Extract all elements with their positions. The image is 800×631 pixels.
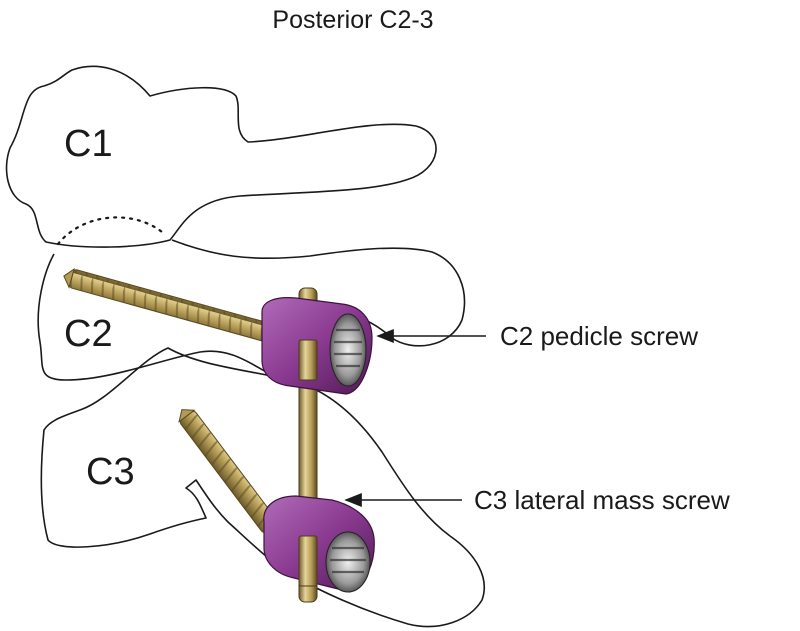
c3-tulip-head: [263, 495, 375, 593]
c1-vertebra-outline: [5, 65, 437, 248]
rod-front-segment-c2: [298, 339, 318, 381]
c3-label: C3: [86, 451, 135, 493]
c3-vertebra-outline: [40, 347, 486, 628]
diagram-title: Posterior C2-3: [272, 6, 433, 34]
c3-lateral-mass-screw: [178, 409, 375, 593]
rod-front-segment-c3: [298, 535, 318, 587]
c2-label: C2: [64, 313, 113, 355]
c2-vertebra-outline: [37, 239, 466, 383]
c1-dotted-arc: [56, 216, 164, 246]
c3-screw-label: C3 lateral mass screw: [474, 485, 730, 515]
c1-label: C1: [64, 123, 113, 165]
c3-screw-shaft: [178, 409, 278, 533]
c2-screw-label: C2 pedicle screw: [500, 321, 698, 351]
